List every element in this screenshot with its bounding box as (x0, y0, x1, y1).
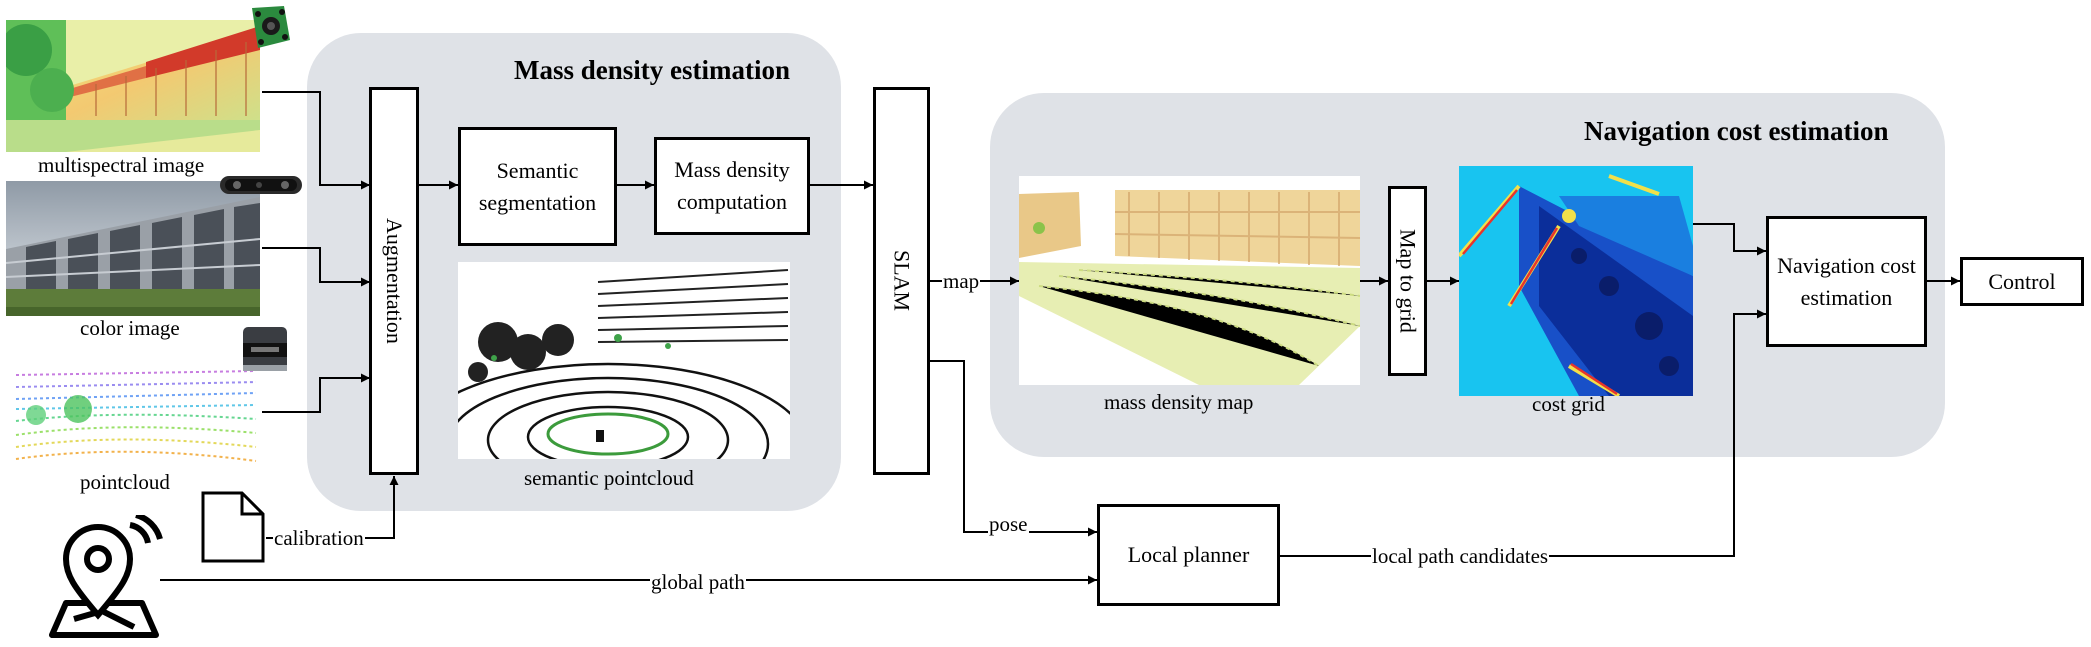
multispectral-camera-icon (244, 2, 294, 52)
navigation-cost-estimation-block: Navigation cost estimation (1766, 216, 1927, 347)
color-image (6, 181, 260, 316)
cost-grid-image (1459, 166, 1693, 396)
semantic-segmentation-block: Semantic segmentation (458, 127, 617, 246)
mass-density-computation-block: Mass density computation (654, 137, 810, 235)
pointcloud-label: pointcloud (80, 470, 170, 494)
mass-density-map-caption: mass density map (1104, 390, 1254, 414)
location-map-icon (44, 515, 164, 640)
semantic-segmentation-line2: segmentation (478, 189, 597, 215)
mass-density-panel-title: Mass density estimation (514, 55, 790, 85)
augmentation-block: Augmentation (369, 87, 419, 475)
semantic-segmentation-line1: Semantic (496, 157, 579, 183)
navigation-cost-panel-title: Navigation cost estimation (1584, 116, 1889, 146)
local-planner-block: Local planner (1097, 504, 1280, 606)
lidar-sensor-icon (239, 323, 291, 375)
pointcloud-image (6, 349, 260, 467)
local-path-candidates-edge-label: local path candidates (1371, 544, 1550, 568)
multispectral-image (6, 20, 260, 152)
color-image-label: color image (80, 316, 180, 340)
semantic-pointcloud-image (458, 262, 790, 459)
mass-density-computation-line1: Mass density (674, 157, 790, 183)
stereo-camera-icon (219, 174, 303, 196)
navigation-cost-line2: estimation (1800, 284, 1893, 310)
control-block: Control (1960, 257, 2084, 306)
slam-block: SLAM (873, 87, 930, 475)
navigation-cost-line1: Navigation cost (1777, 252, 1916, 278)
mass-density-computation-line2: computation (677, 189, 787, 214)
semantic-pointcloud-caption: semantic pointcloud (524, 466, 694, 490)
calibration-edge-label: calibration (273, 526, 365, 550)
global-path-edge-label: global path (650, 570, 746, 594)
pose-edge-label: pose (988, 512, 1029, 536)
mass-density-map-image (1019, 176, 1360, 385)
cost-grid-caption: cost grid (1532, 392, 1605, 416)
map-edge-label: map (942, 269, 981, 293)
calibration-file-icon (200, 490, 266, 564)
map-to-grid-block: Map to grid (1388, 186, 1427, 376)
multispectral-image-label: multispectral image (38, 153, 205, 177)
